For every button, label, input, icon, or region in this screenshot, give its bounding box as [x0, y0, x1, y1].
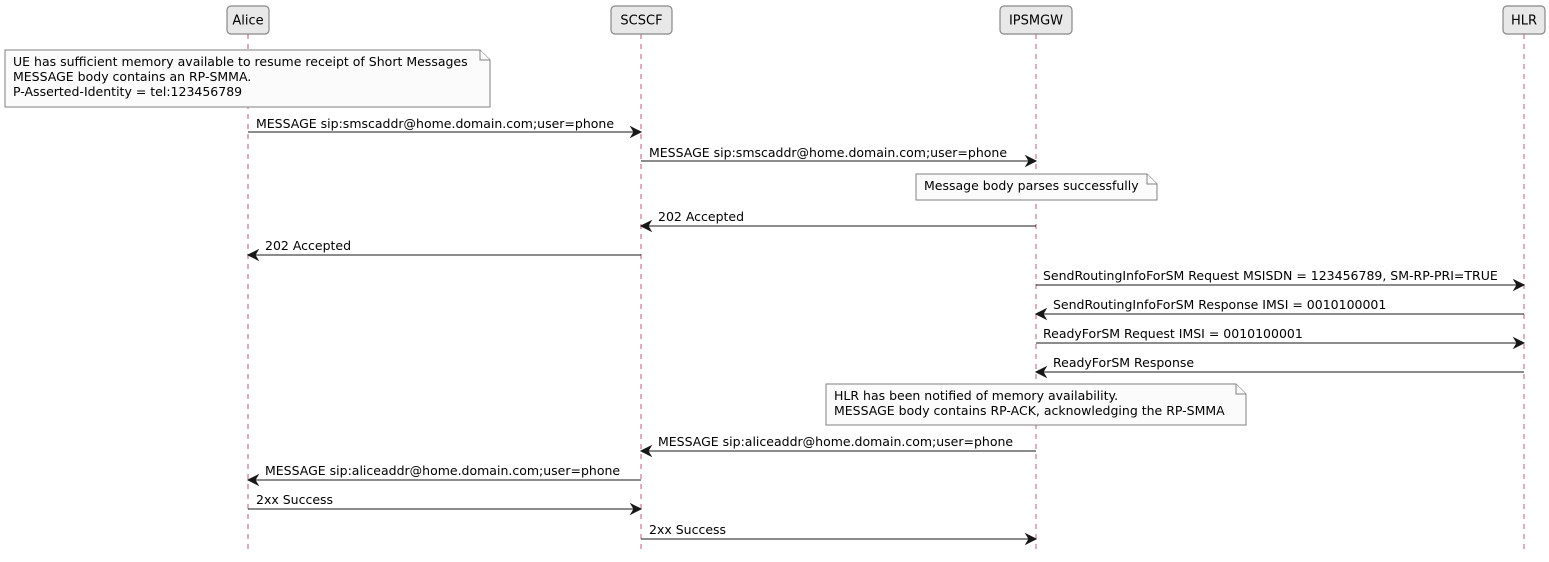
participant-label-ipsmgw: IPSMGW	[1009, 14, 1063, 29]
message-msg-11[interactable]: 2xx Success	[248, 492, 643, 516]
message-arrowhead	[1512, 278, 1526, 292]
message-label: MESSAGE sip:smscaddr@home.domain.com;use…	[256, 116, 614, 131]
participant-label-alice: Alice	[232, 14, 263, 29]
participant-label-hlr: HLR	[1511, 14, 1537, 29]
participant-box-scscf[interactable]	[610, 5, 673, 35]
participant-box-alice[interactable]	[226, 5, 270, 35]
participant-hlr[interactable]: HLR	[1502, 5, 1546, 35]
note-body	[4, 49, 491, 108]
note-note-parse-ok: Message body parses successfully	[915, 173, 1158, 201]
notes-layer: UE has sufficient memory available to re…	[4, 49, 1247, 426]
message-label: ReadyForSM Response	[1053, 355, 1194, 370]
note-line: MESSAGE body contains an RP-SMMA.	[13, 69, 251, 84]
message-arrowhead	[246, 248, 260, 262]
message-label: SendRoutingInfoForSM Response IMSI = 001…	[1053, 297, 1386, 312]
message-msg-8[interactable]: ReadyForSM Response	[1034, 355, 1524, 379]
message-arrowhead	[1034, 307, 1048, 321]
participant-scscf[interactable]: SCSCF	[610, 5, 673, 35]
message-msg-2[interactable]: MESSAGE sip:smscaddr@home.domain.com;use…	[641, 145, 1038, 168]
message-arrowhead	[639, 444, 653, 458]
participant-ipsmgw[interactable]: IPSMGW	[999, 5, 1073, 35]
message-arrowhead	[1512, 336, 1526, 350]
message-label: MESSAGE sip:aliceaddr@home.domain.com;us…	[658, 434, 1013, 449]
lifelines-layer	[247, 34, 1525, 551]
message-msg-4[interactable]: 202 Accepted	[246, 238, 641, 262]
note-fold-corner	[1146, 174, 1157, 185]
message-label: 2xx Success	[256, 492, 333, 507]
message-msg-3[interactable]: 202 Accepted	[639, 209, 1036, 233]
message-msg-9[interactable]: MESSAGE sip:aliceaddr@home.domain.com;us…	[639, 434, 1036, 458]
message-msg-12[interactable]: 2xx Success	[641, 522, 1038, 546]
message-label: 2xx Success	[649, 522, 726, 537]
message-label: ReadyForSM Request IMSI = 0010100001	[1043, 326, 1303, 341]
participants-layer: Alice SCSCF IPSMGW HLR	[226, 5, 1546, 35]
message-arrowhead	[246, 473, 260, 487]
note-body	[915, 173, 1158, 201]
message-arrowhead	[1024, 154, 1038, 168]
message-arrowhead	[1034, 365, 1048, 379]
participant-alice[interactable]: Alice	[226, 5, 270, 35]
message-arrowhead	[1024, 532, 1038, 546]
message-label: MESSAGE sip:aliceaddr@home.domain.com;us…	[265, 463, 620, 478]
message-msg-6[interactable]: SendRoutingInfoForSM Response IMSI = 001…	[1034, 297, 1524, 321]
note-fold-corner	[479, 50, 490, 61]
participant-box-hlr[interactable]	[1502, 5, 1546, 35]
participant-box-ipsmgw[interactable]	[999, 5, 1073, 35]
note-note-hlr-notified: HLR has been notified of memory availabi…	[825, 383, 1247, 426]
messages-layer: MESSAGE sip:smscaddr@home.domain.com;use…	[246, 116, 1526, 546]
note-fold-corner	[1235, 384, 1246, 395]
message-label: 202 Accepted	[658, 209, 744, 224]
message-arrowhead	[639, 219, 653, 233]
message-label: MESSAGE sip:smscaddr@home.domain.com;use…	[649, 145, 1007, 160]
note-line: P-Asserted-Identity = tel:123456789	[13, 84, 242, 99]
message-label: 202 Accepted	[265, 238, 351, 253]
message-arrowhead	[629, 125, 643, 139]
note-line: MESSAGE body contains RP-ACK, acknowledg…	[834, 403, 1225, 418]
note-line: HLR has been notified of memory availabi…	[834, 388, 1118, 403]
message-arrowhead	[629, 502, 643, 516]
note-line: Message body parses successfully	[924, 178, 1139, 193]
message-msg-7[interactable]: ReadyForSM Request IMSI = 0010100001	[1036, 326, 1526, 350]
note-body	[825, 383, 1247, 426]
message-label: SendRoutingInfoForSM Request MSISDN = 12…	[1043, 268, 1498, 283]
note-line: UE has sufficient memory available to re…	[13, 54, 468, 69]
note-note-ue-memory: UE has sufficient memory available to re…	[4, 49, 491, 108]
participant-label-scscf: SCSCF	[620, 14, 662, 29]
message-msg-1[interactable]: MESSAGE sip:smscaddr@home.domain.com;use…	[248, 116, 643, 139]
message-msg-5[interactable]: SendRoutingInfoForSM Request MSISDN = 12…	[1036, 268, 1526, 292]
message-msg-10[interactable]: MESSAGE sip:aliceaddr@home.domain.com;us…	[246, 463, 641, 487]
